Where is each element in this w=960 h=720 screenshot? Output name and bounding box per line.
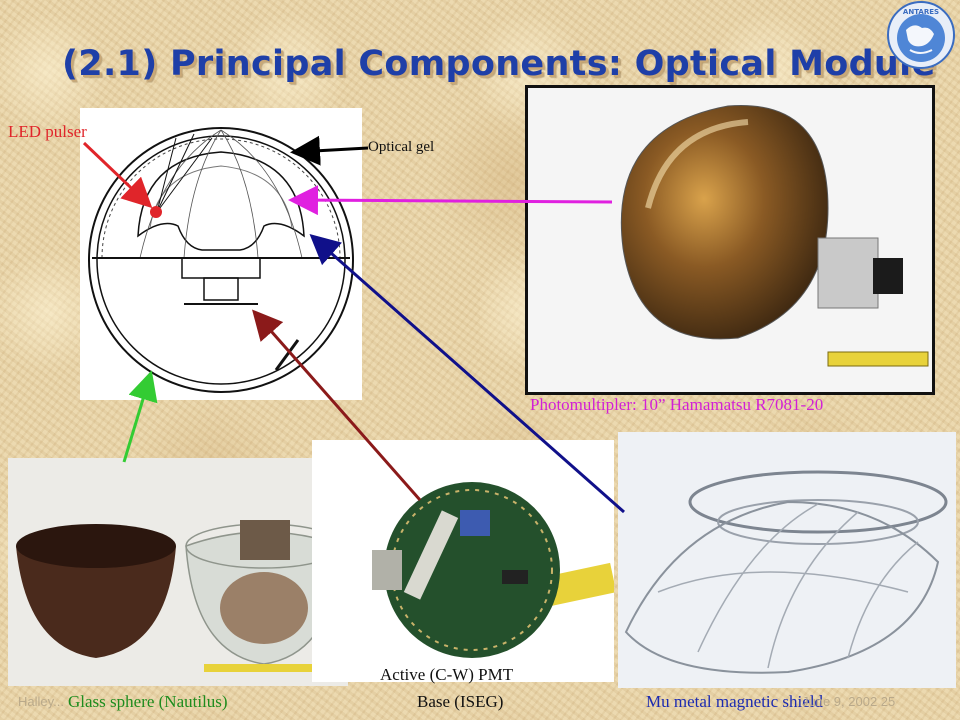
footer-right: June 9, 2002 25: [802, 694, 896, 709]
pmt-base-label-line2: Base (ISEG): [417, 692, 504, 711]
photomultiplier-label: Photomultipler: 10” Hamamatsu R7081-20: [530, 395, 824, 414]
glass-sphere-label: Glass sphere (Nautilus): [68, 692, 228, 711]
optical-module-schematic: [80, 108, 362, 400]
glass-sphere-photo: [8, 458, 348, 686]
slide-title: (2.1) Principal Components: Optical Modu…: [62, 44, 936, 84]
pmt-base-photo: [312, 440, 614, 682]
photomultiplier-photo: [525, 85, 935, 395]
led-dot: [150, 206, 162, 218]
mu-metal-label: Mu metal magnetic shield: [646, 692, 824, 711]
mu-metal-shield-photo: [618, 432, 956, 688]
pmt-base-label-line1: Active (C-W) PMT: [380, 665, 514, 684]
logo-text: ANTARES: [903, 8, 939, 16]
antares-globe-logo-icon: ANTARES: [886, 0, 956, 70]
led-pulser-label: LED pulser: [8, 122, 87, 141]
optical-gel-label: Optical gel: [368, 139, 435, 155]
footer-left: Halley...: [18, 694, 64, 709]
